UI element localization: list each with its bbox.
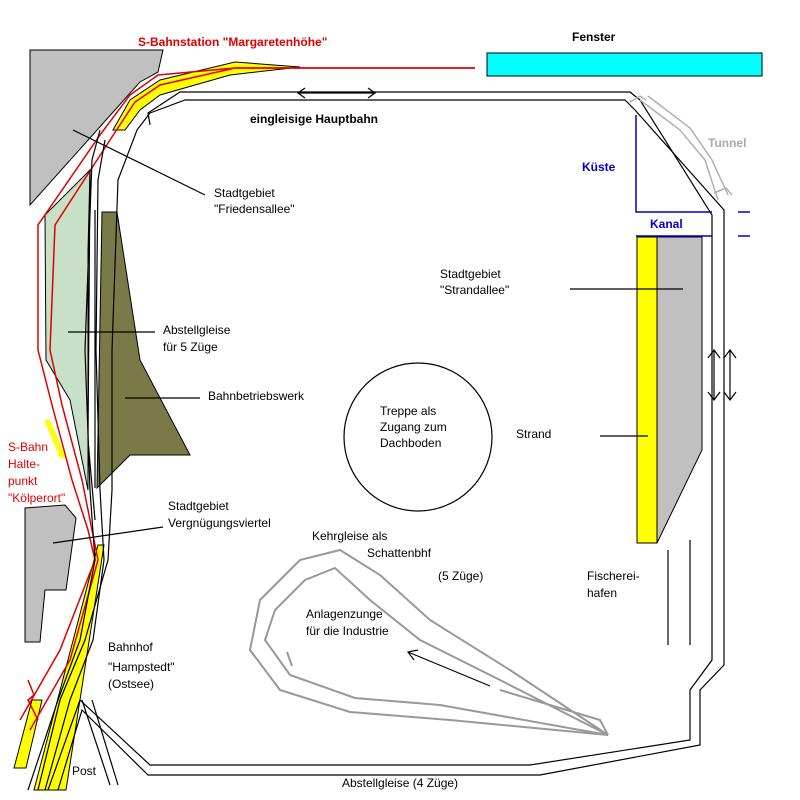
label-strand: Strand [516, 427, 551, 441]
label-haltepunkt-3: punkt [8, 474, 38, 488]
label-kanal: Kanal [650, 217, 683, 231]
friedensallee-area [29, 49, 164, 207]
label-bahnhof-3: (Ostsee) [108, 677, 154, 691]
label-fenster: Fenster [572, 30, 616, 44]
label-sbahn-station: S-Bahnstation "Margaretenhöhe" [138, 35, 327, 49]
fenster-window [486, 52, 763, 77]
label-vergnuegungsviertel-1: Stadtgebiet [168, 499, 229, 513]
label-hauptbahn: eingleisige Hauptbahn [250, 112, 378, 126]
strand-yellow [636, 236, 658, 544]
label-abstellgleise5-1: Abstellgleise [163, 323, 231, 337]
label-kehrgleise-1: Kehrgleise als [312, 529, 387, 543]
label-treppe-3: Dachboden [380, 436, 441, 450]
label-anlagenzunge-1: Anlagenzunge [306, 607, 383, 621]
label-treppe-2: Zugang zum [380, 420, 447, 434]
kueste-kanal-lines [635, 115, 750, 237]
hampstedt-platform-2 [13, 699, 43, 769]
margaretenhoehe-platform [112, 61, 301, 131]
koelperort-platform [44, 420, 66, 458]
label-bahnhof-2: "Hampstedt" [108, 660, 175, 674]
label-abstellgleise5-2: für 5 Züge [163, 340, 218, 354]
label-friedensallee-1: Stadtgebiet [214, 186, 275, 200]
label-fischereihafen-1: Fischerei- [587, 569, 640, 583]
label-haltepunkt-4: "Kölperort" [8, 491, 65, 505]
label-kueste: Küste [582, 160, 616, 174]
industrie-arrow [406, 649, 491, 687]
abstellgleise-area [44, 168, 91, 491]
label-strandallee-1: Stadtgebiet [440, 267, 501, 281]
label-haltepunkt-2: Halte- [8, 457, 40, 471]
label-strandallee-2: "Strandallee" [440, 283, 509, 297]
label-bahnhof-1: Bahnhof [108, 640, 153, 654]
direction-arrows [296, 87, 737, 401]
label-tunnel: Tunnel [708, 136, 746, 150]
label-abstellgleise4: Abstellgleise (4 Züge) [342, 776, 458, 790]
label-anlagenzunge-2: für die Industrie [306, 624, 389, 638]
label-treppe-1: Treppe als [380, 404, 436, 418]
label-bahnbetriebswerk: Bahnbetriebswerk [208, 389, 305, 403]
main-track [27, 91, 725, 791]
label-fischereihafen-2: hafen [587, 586, 617, 600]
label-kehrgleise-2: Schattenbhf [367, 546, 432, 560]
tunnel-track [629, 95, 733, 201]
vergnuegungsviertel-area [24, 504, 77, 643]
strandallee-area [656, 236, 703, 544]
label-haltepunkt-1: S-Bahn [8, 440, 48, 454]
label-post: Post [72, 764, 97, 778]
leader-lines [52, 129, 683, 544]
fischereihafen-track [667, 540, 691, 645]
label-fuenf-zuege: (5 Züge) [438, 569, 483, 583]
treppe-circle [343, 362, 493, 512]
label-friedensallee-2: "Friedensallee" [214, 202, 295, 216]
label-vergnuegungsviertel-2: Vergnügungsviertel [168, 516, 271, 530]
kehrgleise-loops [248, 548, 609, 736]
